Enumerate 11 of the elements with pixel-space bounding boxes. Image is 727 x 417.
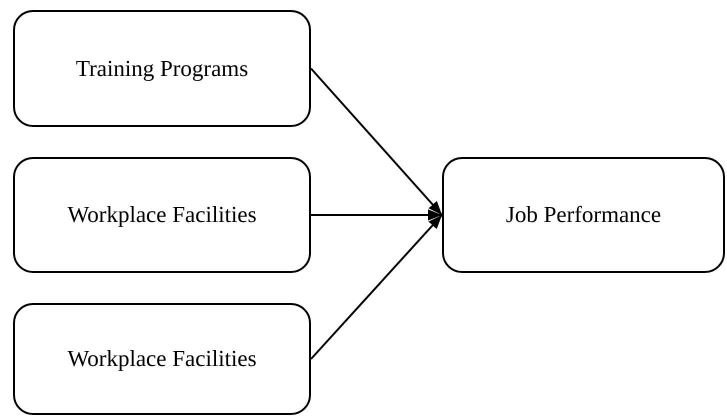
rounded-box (13, 10, 311, 127)
arrow (311, 209, 442, 221)
arrow (310, 68, 443, 216)
rounded-box (13, 303, 311, 415)
node-label: Workplace Facilities (67, 202, 257, 228)
node-label: Training Programs (76, 56, 248, 82)
rounded-box (13, 157, 311, 273)
rounded-box (442, 157, 725, 273)
arrow (310, 214, 443, 360)
node-label: Job Performance (506, 202, 662, 228)
node-label: Workplace Facilities (67, 346, 257, 372)
